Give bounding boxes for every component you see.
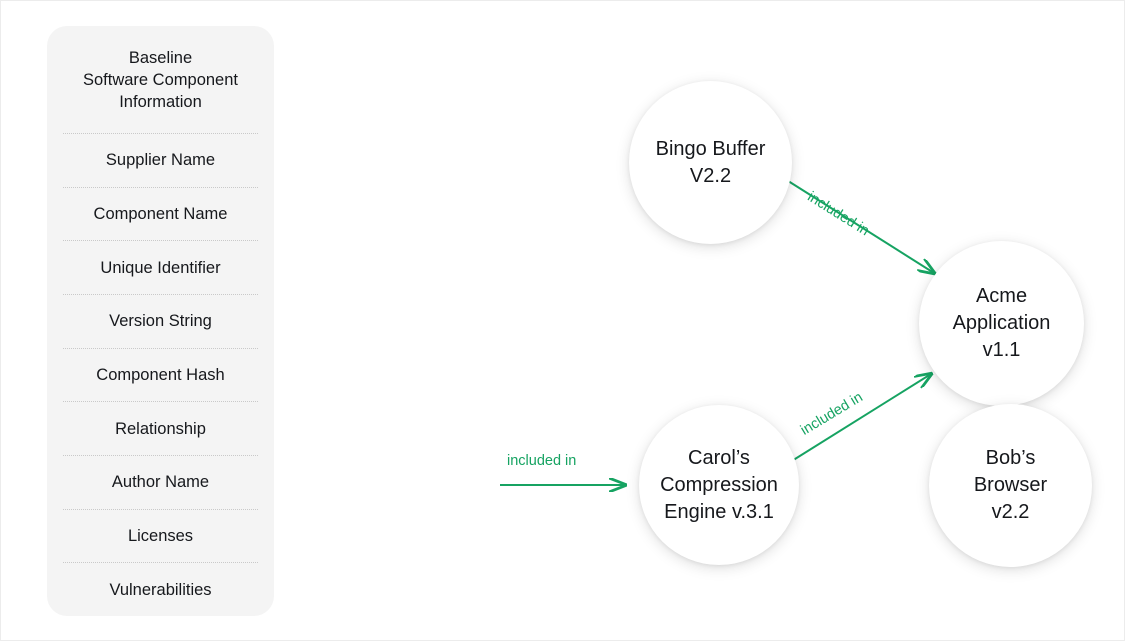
panel-separator: [63, 133, 258, 134]
panel-separator: [63, 347, 258, 349]
panel-row-author-name: Author Name: [111, 473, 210, 492]
panel-row-version-string: Version String: [109, 312, 212, 331]
graph-edges: [500, 178, 1125, 641]
node-label: Bingo Buffer V2.2: [655, 137, 766, 187]
panel-separator: [63, 240, 258, 242]
baseline-info-panel: Baseline Software Component Information …: [47, 26, 274, 616]
node-label: Acme Application v1.1: [952, 285, 1051, 361]
panel-separator: [63, 508, 258, 510]
node-bingo-buffer[interactable]: Bingo Buffer V2.2: [629, 81, 792, 244]
panel-separator: [63, 186, 258, 188]
panel-row-unique-identifier: Unique Identifier: [100, 258, 221, 277]
node-bobs-browser[interactable]: Bob’s Browser v2.2: [929, 404, 1092, 567]
edge-label-carol-to-bob: included in: [507, 453, 577, 469]
edge-bingo-to-acme: [784, 178, 934, 273]
panel-row-relationship: Relationship: [115, 419, 206, 438]
relationship-graph: included in included in included in Bing…: [301, 1, 1125, 641]
panel-separator: [63, 455, 258, 457]
panel-separator: [63, 562, 258, 564]
panel-row-licenses: Licenses: [127, 527, 194, 546]
node-label: Bob’s Browser v2.2: [973, 447, 1048, 523]
edge-bob-to-acme: [786, 374, 931, 465]
panel-separator: [63, 401, 258, 403]
node-carols-compression-engine[interactable]: Carol’s Compression Engine v.3.1: [639, 405, 799, 565]
panel-row-supplier-name: Supplier Name: [105, 151, 216, 170]
panel-row-component-name: Component Name: [93, 205, 228, 223]
node-acme-application[interactable]: Acme Application v1.1: [919, 241, 1084, 406]
node-label: Carol’s Compression Engine v.3.1: [660, 446, 778, 523]
panel-separator: [63, 294, 258, 296]
panel-title: Baseline Software Component Information: [82, 49, 238, 111]
panel-row-vulnerabilities: Vulnerabilities: [109, 580, 212, 599]
panel-row-component-hash: Component Hash: [96, 366, 225, 385]
